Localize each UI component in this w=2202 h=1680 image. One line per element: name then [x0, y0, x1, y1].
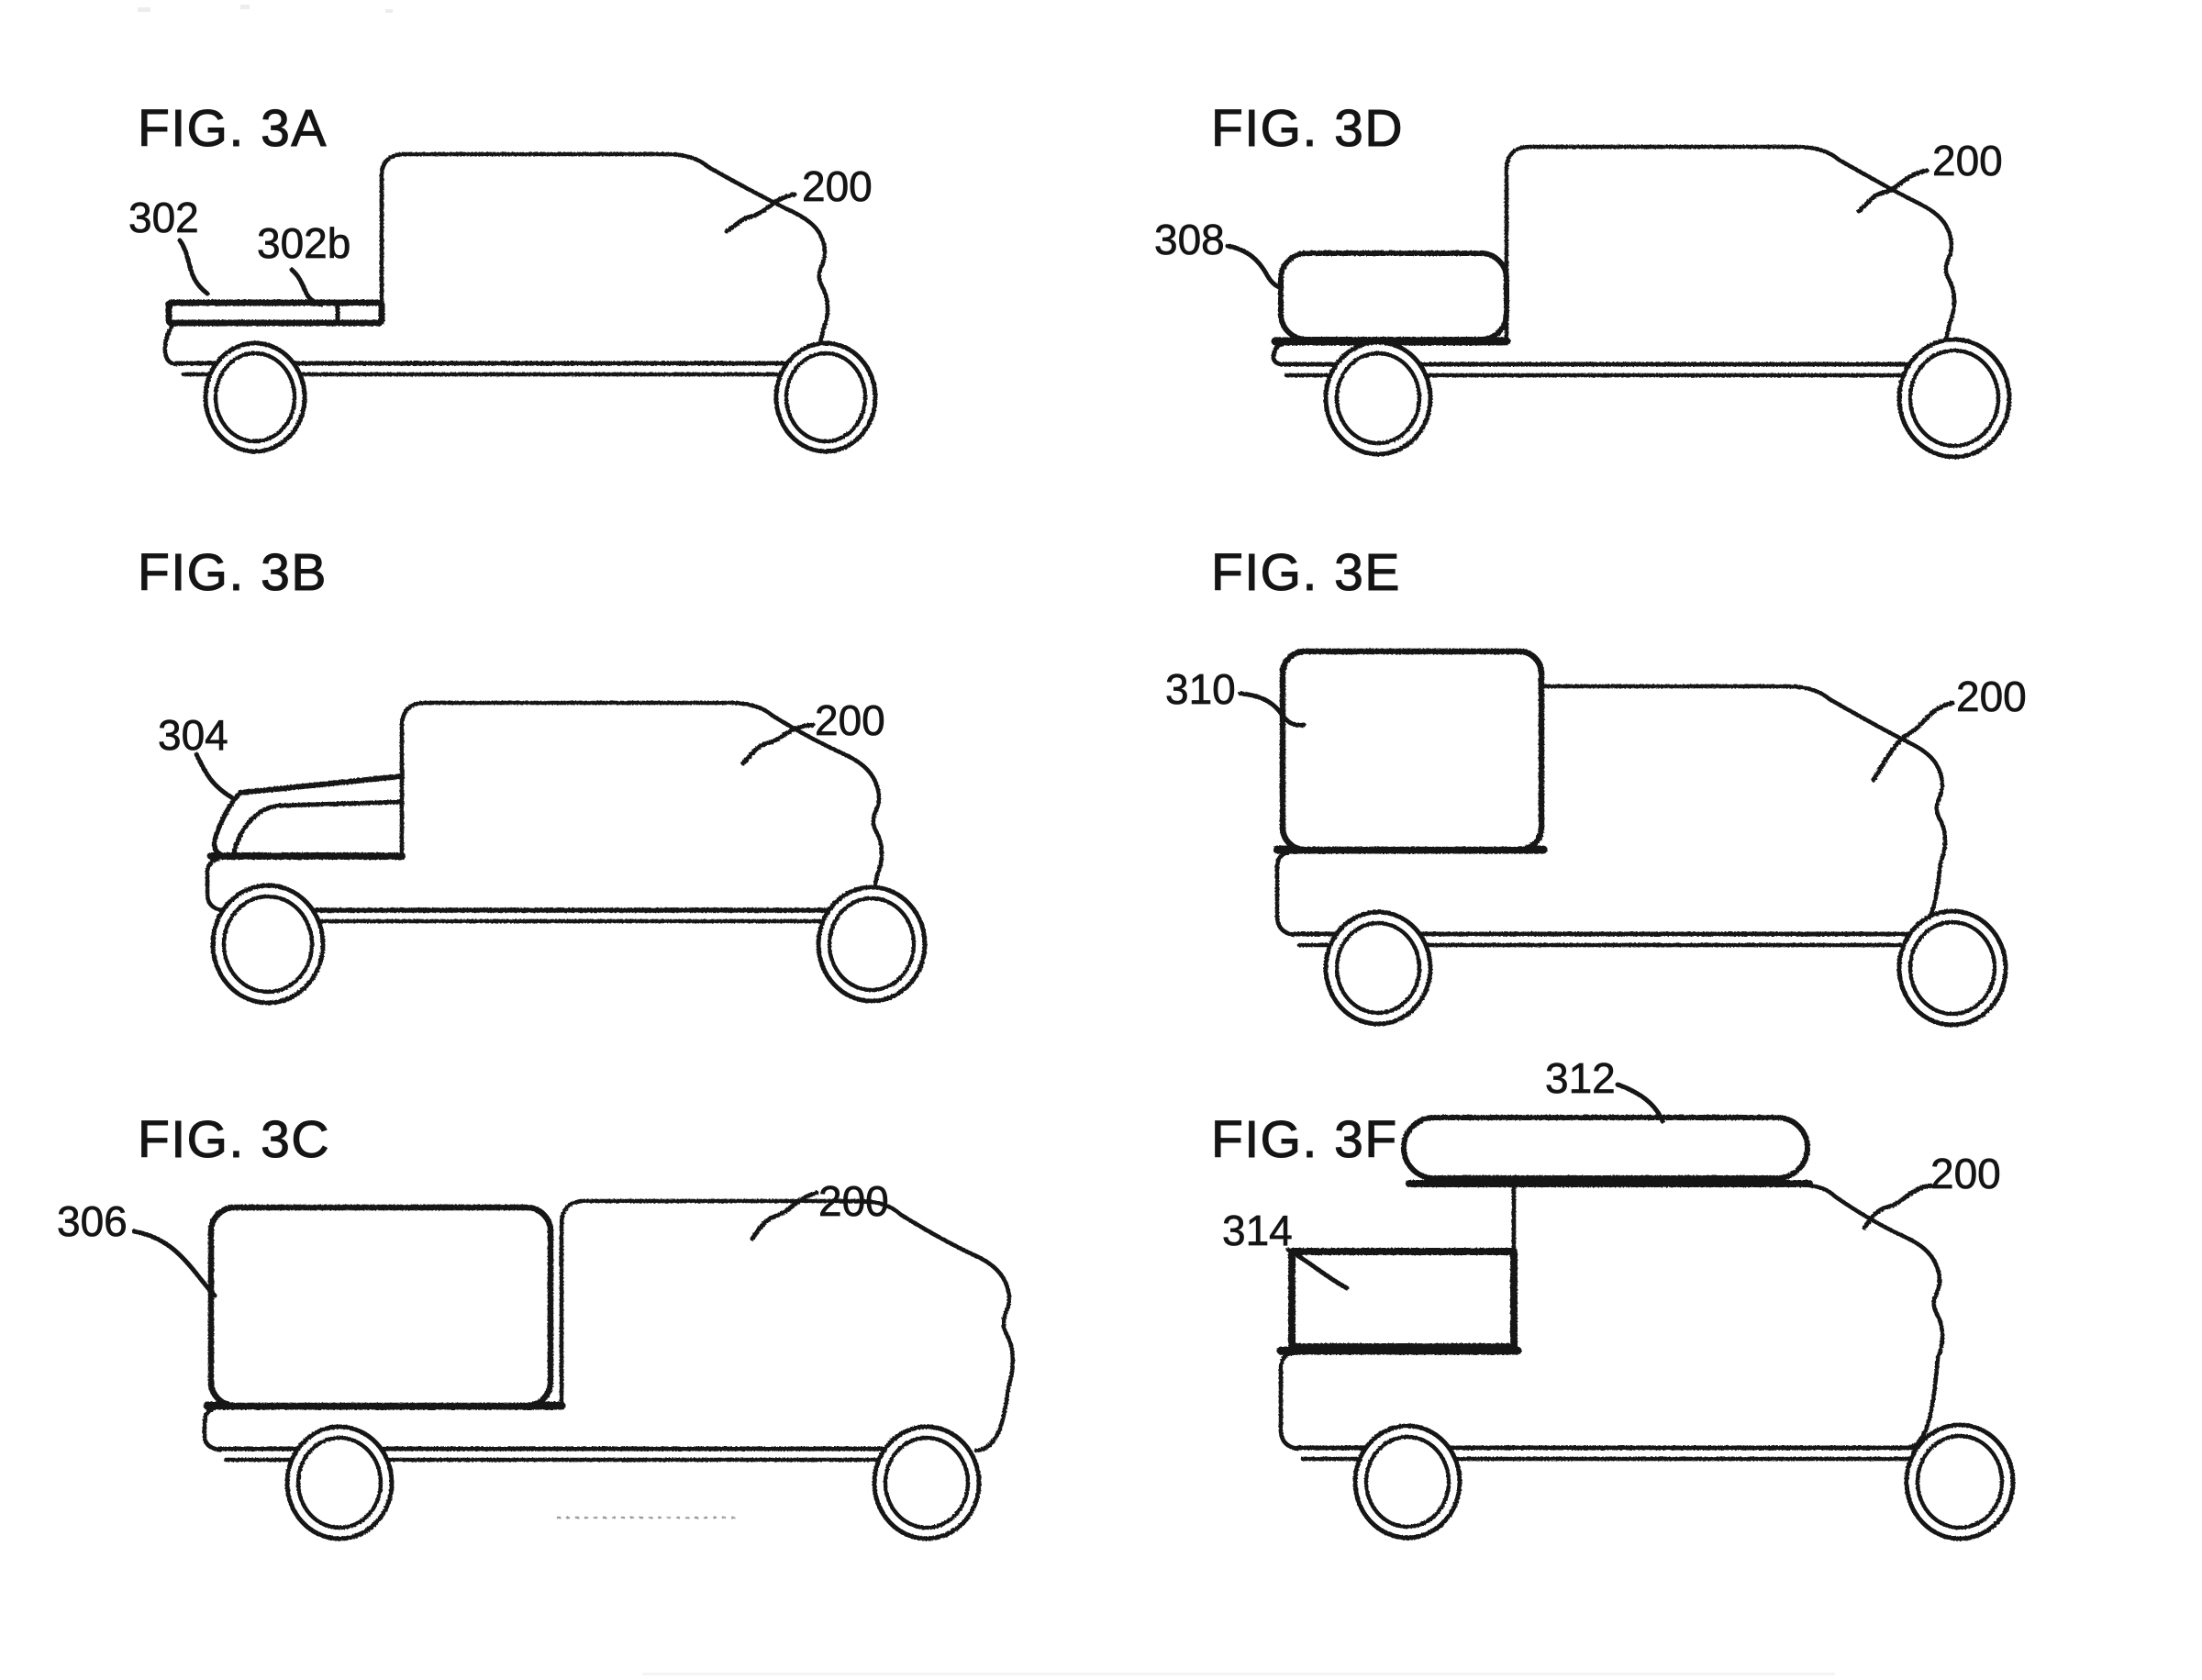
scan-speck	[385, 9, 393, 13]
front-wheel-rim	[1907, 919, 1997, 1017]
truck-body-outline	[1807, 1183, 1945, 1451]
leader-306	[131, 1229, 217, 1298]
figure-3d-drawing	[1225, 144, 2012, 460]
tailgate-edge	[211, 792, 241, 857]
rear-wheel-rim	[1334, 920, 1422, 1016]
figure-3e-title: FIG. 3E	[1210, 543, 1401, 602]
leader-314	[1285, 1247, 1350, 1291]
leader-200	[1856, 168, 1930, 214]
callout-312: 312	[1545, 1054, 1616, 1102]
bed-insert-container	[1278, 250, 1509, 342]
leader-310	[1238, 691, 1307, 728]
callout-200-3e: 200	[1956, 673, 2027, 720]
figure-3d-title: FIG. 3D	[1210, 99, 1405, 158]
figure-3a-drawing	[162, 151, 878, 454]
front-wheel-rim	[1907, 348, 2001, 449]
callout-310: 310	[1165, 665, 1236, 713]
figure-3b-drawing	[194, 700, 928, 1006]
rear-wheel-rim	[1334, 350, 1422, 446]
body-sill	[202, 1406, 222, 1452]
callout-308: 308	[1154, 216, 1225, 263]
truck-body-outline	[1539, 684, 1948, 937]
front-wheel-rim	[784, 350, 868, 444]
callout-200-3f: 200	[1930, 1150, 2001, 1197]
figure-3e-drawing	[1238, 648, 2008, 1028]
leader-302b	[289, 267, 324, 307]
leader-304	[194, 751, 236, 801]
sloped-bed-cover-inner	[231, 799, 405, 856]
truck-body-outline	[399, 700, 884, 914]
leader-312	[1615, 1082, 1665, 1124]
body-sill	[1271, 341, 1285, 367]
leader-200	[1871, 700, 1955, 783]
leader-308	[1225, 243, 1284, 291]
figure-3a-title: FIG. 3A	[137, 99, 328, 158]
leader-200	[1862, 1183, 1933, 1230]
callout-302b: 302b	[257, 219, 351, 267]
body-sill	[205, 856, 224, 913]
bed-rear-edge	[162, 320, 179, 367]
figure-3c-drawing	[131, 1190, 1016, 1541]
bed-cargo-box	[207, 1204, 554, 1409]
leader-302	[177, 238, 210, 296]
callout-304: 304	[158, 711, 228, 759]
body-sill	[1278, 1351, 1300, 1452]
leader-200	[750, 1190, 819, 1241]
rear-wheel-rim	[295, 1435, 384, 1530]
truck-body-outline	[1504, 144, 1957, 364]
leader-200	[724, 192, 797, 234]
flat-bed-cover	[165, 299, 385, 327]
callout-314: 314	[1222, 1207, 1293, 1254]
bed-box	[1288, 1248, 1518, 1351]
front-wheel-rim	[827, 896, 917, 993]
body-sill	[1274, 850, 1296, 938]
front-wheel-rim	[883, 1435, 971, 1530]
leader-200	[740, 722, 816, 766]
truck-body-outline	[379, 151, 830, 369]
tall-bed-box	[1279, 648, 1545, 853]
callout-200-3c: 200	[818, 1177, 889, 1225]
callout-200-3d: 200	[1932, 137, 2003, 184]
callout-302: 302	[128, 194, 199, 241]
figure-3f-title: FIG. 3F	[1210, 1110, 1398, 1169]
figure-3b-title: FIG. 3B	[137, 543, 328, 602]
truck-body-outline	[559, 1198, 1016, 1453]
callout-200-3a: 200	[802, 162, 873, 210]
scan-speck	[138, 7, 150, 12]
front-wheel-rim	[1915, 1433, 2005, 1530]
callout-306: 306	[57, 1197, 128, 1245]
figure-3f-drawing	[1276, 1082, 2016, 1541]
roof-box	[1401, 1115, 1810, 1181]
scan-speck	[642, 1673, 1835, 1675]
callout-200-3b: 200	[815, 696, 885, 744]
figure-3c-title: FIG. 3C	[137, 1110, 331, 1169]
rear-wheel-rim	[221, 894, 315, 995]
rear-wheel-rim	[1363, 1434, 1451, 1530]
sloped-bed-cover-top	[238, 773, 405, 795]
scan-speck	[240, 5, 250, 9]
rear-wheel-rim	[213, 350, 297, 444]
